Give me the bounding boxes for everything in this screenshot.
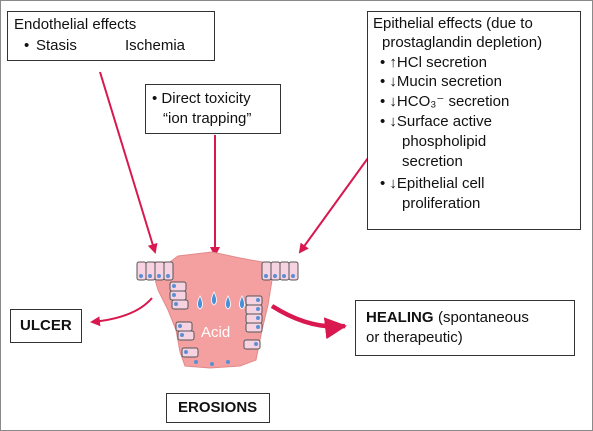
healing-label: HEALING [366,309,434,326]
endothelial-title: Endothelial effects [14,16,137,33]
acid-label: Acid [201,324,231,341]
crypt-cells-right [243,295,263,350]
healing-arrow [270,304,347,340]
ulcer-box: ULCER [10,309,82,343]
epithelial-item-continuation: proliferation [402,195,481,212]
epithelial-item-text: Mucin secretion [396,73,502,90]
cell-nuclei [139,274,295,366]
direct-toxicity-box: • Direct toxicity “ion trapping” [145,84,281,134]
down-arrow-icon: ↓ [389,113,397,130]
epithelial-item: • ↓Surface active [380,113,492,130]
endothelial-bullet: • [24,37,30,54]
acid-droplets [197,291,245,310]
down-arrow-icon: ↓ [389,93,397,110]
down-arrow-icon: ↓ [389,73,397,90]
erosions-box: EROSIONS [166,393,270,423]
healing-line1: HEALING (spontaneous [366,308,529,328]
direct-toxicity-line2: “ion trapping” [163,110,252,127]
epithelial-item: • ↓Mucin secretion [380,73,502,90]
epithelial-title-line2: prostaglandin depletion) [382,34,543,51]
epithelial-item-continuation: secretion [402,153,463,170]
stasis-label: Stasis [36,37,77,54]
epithelial-item-text: Epithelial cell [396,175,485,192]
epithelial-item: • ↓HCO₃⁻ secretion [380,93,510,110]
epithelial-item-text: Surface active [396,113,492,130]
epithelial-item: • ↓Epithelial cell [380,175,485,192]
endothelial-effects-box: Endothelial effects • Stasis Ischemia [7,11,215,61]
erosions-label: EROSIONS [178,399,258,416]
healing-line2: or therapeutic) [366,329,463,346]
down-arrow-icon: ↓ [389,175,397,192]
epithelial-title-line1: Epithelial effects (due to [373,15,533,32]
epithelial-arrow [298,157,369,254]
epithelial-item: • ↑HCl secretion [380,54,487,71]
healing-box: HEALING (spontaneous or therapeutic) [355,300,575,356]
ulcer-label: ULCER [20,317,72,334]
endothelial-arrow [99,71,158,254]
direct-toxicity-line1: • Direct toxicity [152,90,251,107]
epithelial-effects-box: Epithelial effects (due to prostaglandin… [367,11,581,230]
ulcer-arrow [90,297,153,327]
up-arrow-icon: ↑ [389,54,397,71]
epithelial-item-text: HCl secretion [396,54,487,71]
epithelial-item-continuation: phospholipid [402,133,487,150]
healing-qualifier: (spontaneous [437,309,529,326]
epithelial-item-text: HCO₃⁻ secretion [396,93,510,110]
ischemia-label: Ischemia [125,37,186,54]
